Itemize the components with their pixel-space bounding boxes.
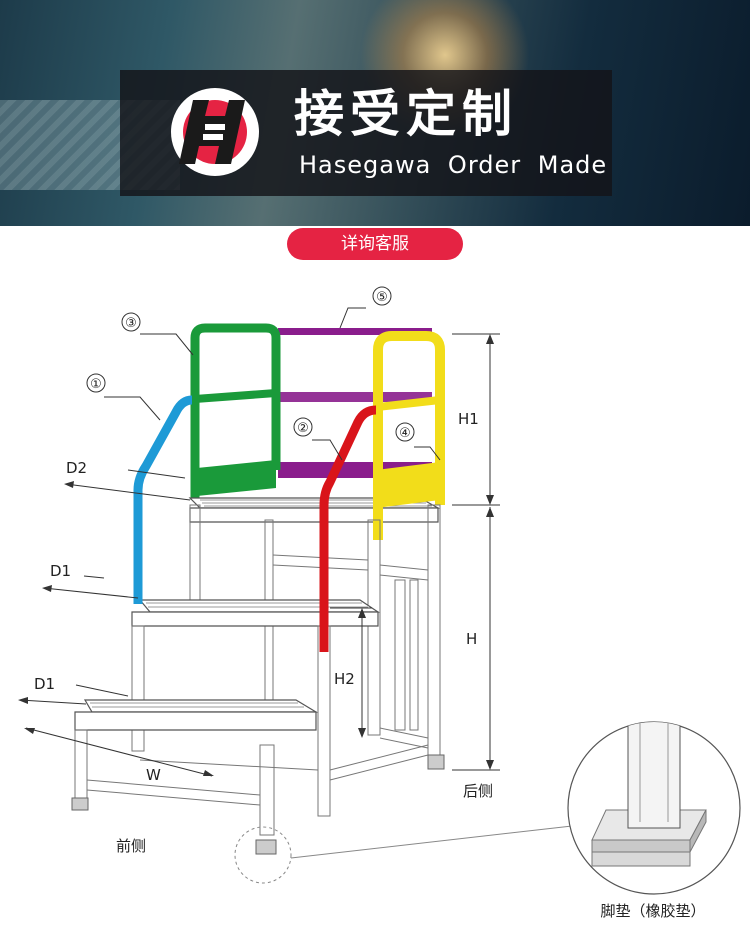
handrail-4-mid [377, 396, 441, 411]
handrail-5-mid [278, 392, 432, 402]
handrail-3-frame [190, 323, 281, 500]
svg-text:H: H [466, 630, 477, 648]
svg-text:W: W [146, 766, 161, 784]
svg-text:②: ② [297, 421, 309, 436]
banner-title-english: Hasegawa Order Made [299, 151, 608, 179]
dimension-d2: D2 [64, 459, 191, 501]
middle-right-post [317, 625, 331, 817]
svg-text:⑤: ⑤ [376, 290, 388, 305]
callout-5: ⑤ [339, 286, 392, 329]
callout-2: ② [293, 417, 343, 461]
handrail-3-mid [194, 389, 277, 403]
banner-title-chinese: 接受定制 [294, 85, 518, 143]
svg-text:D1: D1 [34, 675, 55, 693]
foot-detail-leader [290, 825, 573, 859]
callout-1: ① [86, 373, 161, 421]
bottom-step [83, 699, 319, 713]
header-banner: 接受定制 Hasegawa Order Made [0, 0, 750, 226]
bottom-step-beam [74, 711, 317, 731]
dimension-h2: H2 [330, 607, 372, 738]
front-side-label: 前侧 [116, 837, 146, 855]
foot-detail-marker [234, 826, 292, 884]
foot-pad-label: 脚垫（橡胶垫） [600, 902, 705, 920]
dimension-h1: H1 [452, 333, 500, 506]
handrail-3-kickplate [197, 460, 276, 496]
svg-text:④: ④ [399, 426, 411, 441]
dimension-d1-middle: D1 [42, 562, 139, 599]
rear-side-label: 后侧 [463, 782, 493, 800]
handrail-2 [319, 405, 377, 652]
handrail-1 [133, 395, 193, 604]
platform-front-beam [189, 507, 439, 523]
dimension-h: H [452, 507, 500, 771]
svg-text:①: ① [90, 377, 102, 392]
svg-text:D2: D2 [66, 459, 87, 477]
foot-rear [427, 754, 445, 770]
foot-front-left [71, 797, 89, 811]
frame-structure [189, 504, 441, 781]
dimension-w: W [24, 727, 214, 784]
middle-step-beam [131, 611, 379, 627]
callout-3: ③ [121, 312, 194, 356]
svg-text:H1: H1 [458, 410, 479, 428]
handrail-4-frame [373, 331, 445, 540]
handrail-4-kickplate [376, 462, 440, 508]
svg-text:D1: D1 [50, 562, 71, 580]
consult-service-button[interactable]: 详询客服 [287, 228, 463, 260]
hasegawa-logo-icon [171, 88, 259, 176]
middle-left-post [131, 625, 145, 752]
dimension-d1-bottom: D1 [18, 675, 129, 705]
foot-front-right [255, 839, 277, 855]
middle-step [138, 599, 380, 613]
svg-text:H2: H2 [334, 670, 355, 688]
foot-detail-zoom [567, 721, 741, 895]
callout-4: ④ [395, 422, 441, 461]
svg-text:③: ③ [125, 316, 137, 331]
